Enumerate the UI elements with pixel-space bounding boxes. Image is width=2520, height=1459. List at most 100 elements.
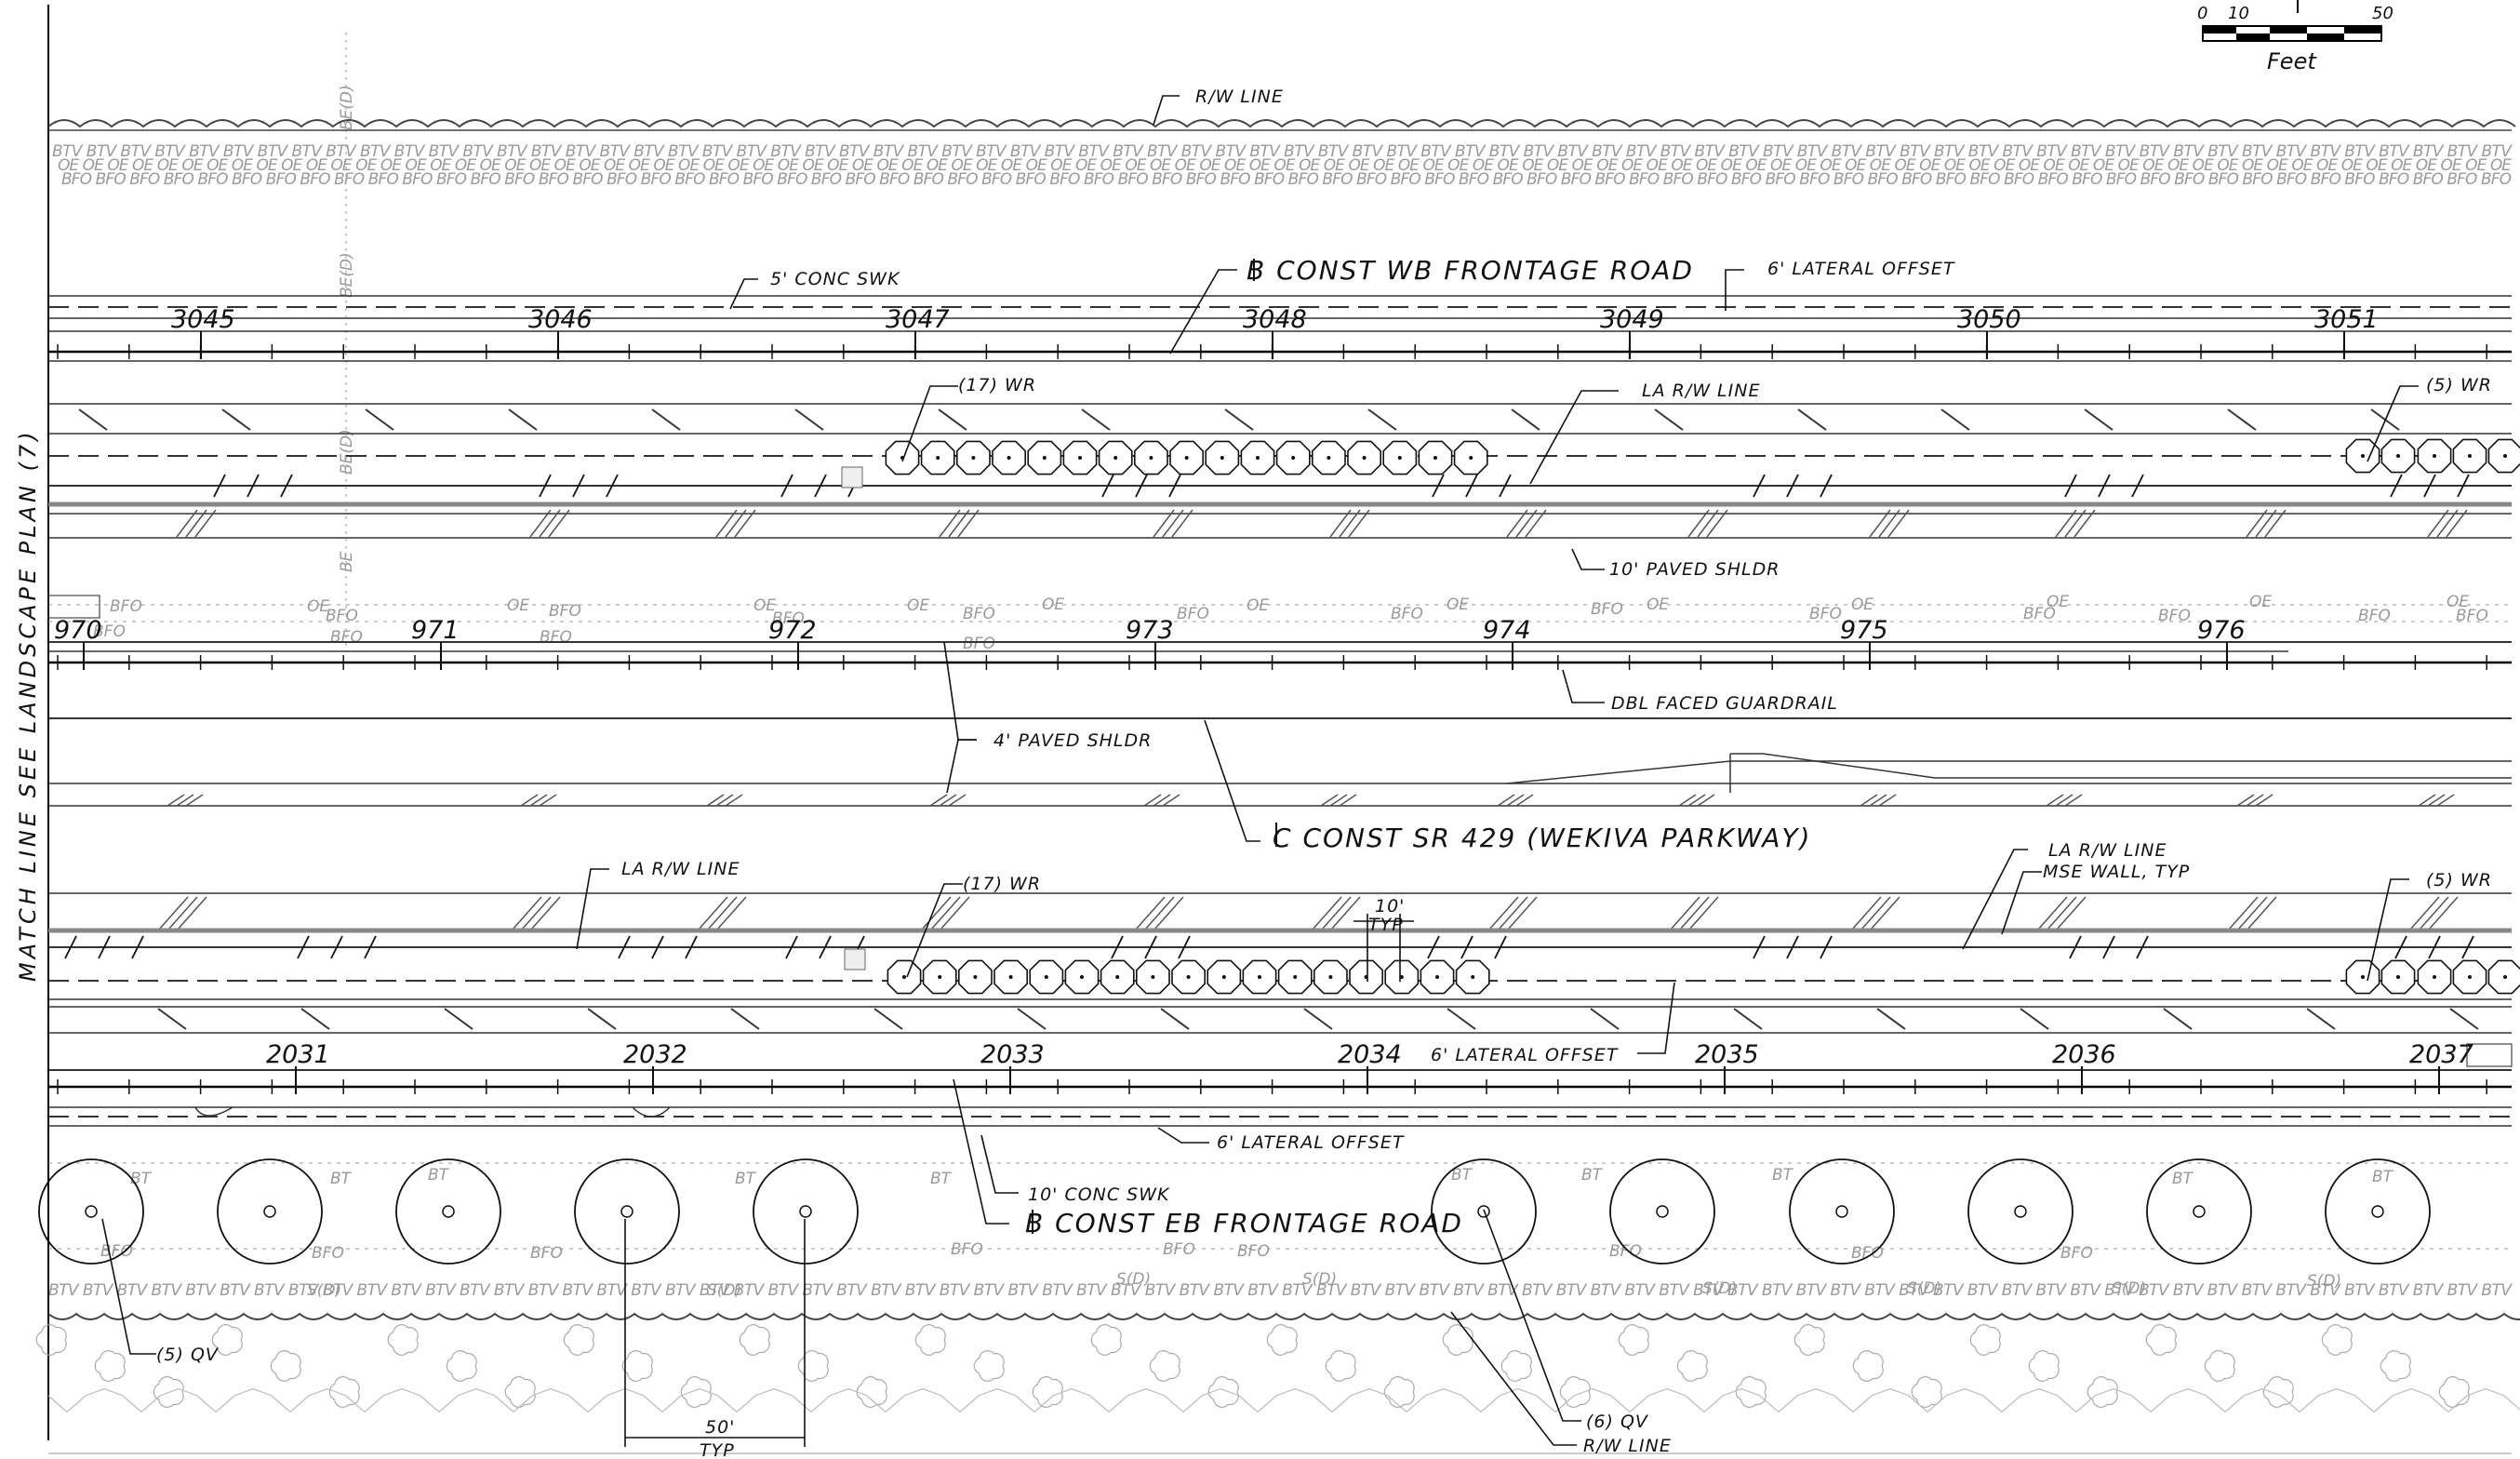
fence-slash	[2102, 935, 2115, 959]
hatch-mark	[157, 1008, 187, 1030]
wb-station-label: 3050	[1957, 305, 2021, 334]
shrub-cloud	[504, 1376, 536, 1408]
fence-slash	[785, 935, 798, 959]
fence-slash	[2131, 474, 2144, 498]
callout-17-wr-bottom: (17) WR	[963, 874, 1041, 894]
vegetation-line	[47, 1387, 2520, 1413]
shoulder-hatch	[520, 794, 539, 807]
shoulder-hatch	[939, 509, 961, 538]
shoulder-hatch	[1497, 794, 1515, 807]
live-oak-trunk	[799, 1205, 812, 1218]
shoulder-hatch	[539, 509, 561, 538]
shoulder-hatch	[2064, 509, 2087, 538]
scale-tick-0: 0	[2197, 4, 2207, 23]
shrub-cloud	[2262, 1376, 2294, 1408]
callout-5-wr-bottom: (5) WR	[2426, 870, 2492, 890]
hatch-mark	[2449, 1008, 2479, 1030]
sr429-station-ticks	[57, 642, 2487, 670]
callout-6ft-lateral-offset-top: 6' LATERAL OFFSET	[1767, 259, 1955, 279]
hatch-mark	[1733, 1008, 1763, 1030]
rw-line-bottom-scallop	[47, 1312, 2520, 1320]
hatch-mark	[365, 408, 394, 431]
utility-code-eb: BT	[428, 1166, 450, 1185]
shoulder-hatch	[948, 794, 967, 807]
live-oak-tree	[217, 1158, 323, 1265]
hatch-mark	[300, 1008, 330, 1030]
hatch-mark	[444, 1008, 473, 1030]
shoulder-hatch	[2427, 509, 2449, 538]
utility-code-eb: BFO	[2060, 1244, 2093, 1263]
shoulder-hatch	[2227, 896, 2259, 931]
wax-myrtle-shrub-center	[1327, 456, 1331, 460]
hatch-mark	[1590, 1008, 1620, 1030]
shrub-cloud	[2380, 1350, 2411, 1382]
callout-4ft-paved-shldr: 4' PAVED SHLDR	[993, 730, 1152, 751]
fence-slash	[1494, 935, 1507, 959]
wax-myrtle-shrub-center	[936, 456, 940, 460]
utility-code-sr429: BFO	[2158, 607, 2191, 625]
utility-code-sr429: OE	[307, 597, 329, 616]
wax-myrtle-shrub-center	[1184, 456, 1189, 460]
callout-mse-wall: MSE WALL, TYP	[2043, 862, 2190, 882]
utility-code-eb: BFO	[951, 1240, 983, 1259]
shrub-cloud	[914, 1324, 946, 1356]
utility-code-be-vertical: BE(D)	[338, 429, 356, 475]
wax-myrtle-shrub-center	[2433, 454, 2436, 458]
shrub-cloud	[1383, 1376, 1415, 1408]
shoulder-hatch	[529, 509, 552, 538]
shoulder-hatch	[1697, 794, 1715, 807]
shrub-cloud	[387, 1324, 419, 1356]
shoulder-hatch	[1506, 509, 1528, 538]
hatch-mark	[1160, 1008, 1190, 1030]
shrub-cloud	[973, 1350, 1005, 1382]
shoulder-hatch	[167, 896, 198, 931]
wax-myrtle-row-bottom-right	[2345, 959, 2520, 995]
shoulder-hatch	[2427, 896, 2459, 931]
hatch-mark	[1367, 408, 1397, 431]
hatch-mark	[1654, 408, 1684, 431]
utility-code-eb: S(D)	[1702, 1279, 1737, 1298]
sr429-station-label: 971	[411, 616, 460, 645]
utility-code-sr429: OE	[753, 596, 776, 615]
wax-myrtle-shrub-center	[1113, 456, 1118, 460]
shoulder-hatch	[920, 896, 952, 931]
shrub-cloud	[797, 1350, 829, 1382]
shoulder-hatch	[715, 794, 734, 807]
shoulder-hatch	[2055, 509, 2077, 538]
hatch-mark	[1303, 1008, 1333, 1030]
shoulder-hatch	[176, 509, 198, 538]
fence-slash	[2390, 474, 2403, 498]
shoulder-hatch	[929, 794, 948, 807]
utility-code-eb: S(D)	[2112, 1279, 2146, 1298]
shrub-cloud	[680, 1376, 712, 1408]
live-oak-trunk	[1656, 1205, 1669, 1218]
fence-slash	[1460, 935, 1473, 959]
shoulder-hatch	[1678, 794, 1697, 807]
utility-code-sr429: OE	[1247, 596, 1269, 615]
shoulder-hatch	[1153, 896, 1184, 931]
shoulder-hatch	[2246, 896, 2277, 931]
shoulder-hatch	[1320, 896, 1352, 931]
shoulder-hatch	[929, 896, 961, 931]
sr429-centerline-label: C CONST SR 429 (WEKIVA PARKWAY)	[1273, 823, 1811, 853]
wax-myrtle-shrub-center	[1471, 975, 1475, 979]
fence-slash	[1178, 935, 1191, 959]
wax-myrtle-shrub-center	[2396, 454, 2400, 458]
shoulder-hatch	[2055, 896, 2087, 931]
live-oak-trunk	[2014, 1205, 2027, 1218]
callout-rw-line-bottom: R/W LINE	[1583, 1436, 1672, 1456]
utility-code-sr429: BFO	[2456, 607, 2488, 625]
eb-frontage-road	[48, 1069, 2512, 1250]
callout-17-wr-top: (17) WR	[958, 375, 1036, 395]
hatch-mark	[1797, 408, 1827, 431]
fence-slash	[1101, 474, 1114, 498]
shoulder-hatch	[2055, 794, 2073, 807]
hatch-mark	[2227, 408, 2257, 431]
shoulder-hatch	[1329, 509, 1352, 538]
shoulder-hatch	[2064, 794, 2083, 807]
shrub-cloud	[2204, 1350, 2235, 1382]
shoulder-hatch	[2073, 509, 2096, 538]
sr429-station-label: 973	[1126, 616, 1174, 645]
shoulder-hatch	[2046, 794, 2064, 807]
wb-wall-lines	[48, 403, 2512, 539]
